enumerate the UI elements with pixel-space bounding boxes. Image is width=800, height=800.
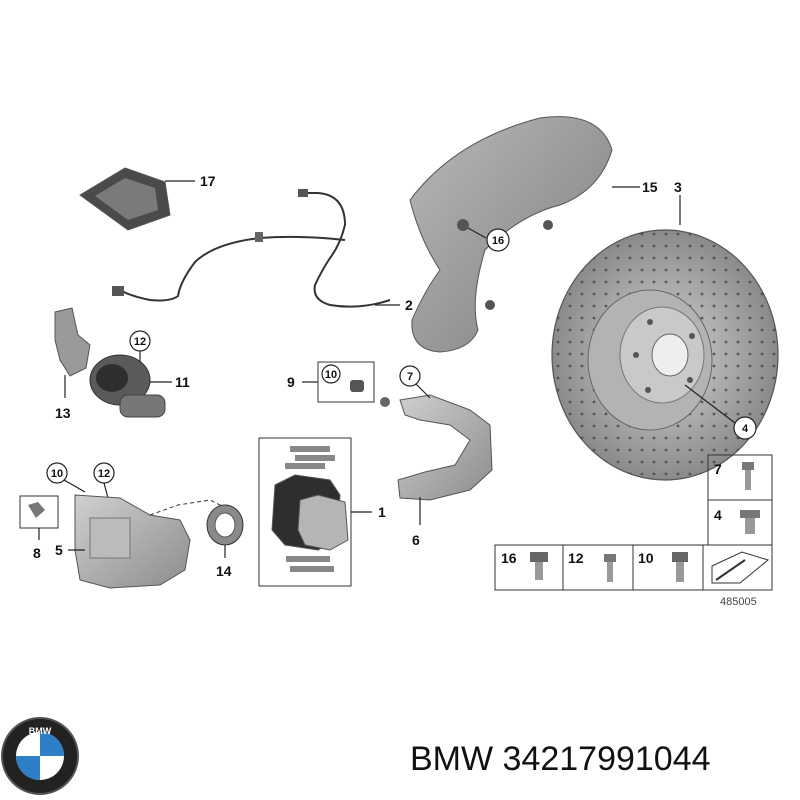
part-5-caliper-housing: 10 12 8 5: [19, 462, 231, 589]
part-1-brake-pad-set: 1: [258, 437, 386, 587]
legend-4-label: 4: [714, 507, 722, 523]
callout-4: 4: [742, 423, 749, 435]
part-15-dust-shield: 15 16: [409, 116, 658, 353]
part-17-damper-sheet: 17: [79, 167, 216, 231]
callout-13: 13: [55, 405, 71, 421]
callout-2: 2: [405, 297, 413, 313]
callout-6: 6: [412, 532, 420, 548]
callout-14: 14: [216, 563, 232, 579]
legend-7-label: 7: [714, 461, 722, 477]
callout-10-lower: 10: [51, 468, 63, 480]
part-6-caliper-carrier: 7 6: [380, 365, 493, 548]
pad-clips-top: [285, 446, 335, 469]
part-13-bracket: 13: [54, 307, 91, 421]
part-3-brake-disc: 3 4: [551, 179, 779, 481]
callout-17: 17: [200, 173, 216, 189]
callout-15: 15: [642, 179, 658, 195]
legend-10-label: 10: [638, 550, 654, 566]
fastener-legend: 7 4 16 12 10 485005: [494, 454, 773, 608]
callout-1: 1: [378, 504, 386, 520]
legend-16-label: 16: [501, 550, 517, 566]
brand-part-number: BMW 34217991044: [410, 740, 711, 778]
callout-10-box: 10: [325, 369, 337, 381]
pad-clips-bottom: [286, 556, 334, 572]
bmw-roundel-icon: BMW: [1, 717, 79, 795]
callout-9: 9: [287, 374, 295, 390]
callout-12-lower: 12: [98, 468, 110, 480]
callout-5: 5: [55, 542, 63, 558]
callout-11: 11: [175, 374, 190, 390]
callout-7: 7: [407, 371, 413, 383]
part-2-wear-sensor: 2: [112, 189, 413, 313]
callout-3: 3: [674, 179, 682, 195]
callout-12-top: 12: [134, 336, 146, 348]
legend-12-label: 12: [568, 550, 584, 566]
callout-8: 8: [33, 545, 41, 561]
part-9-bolt-kit: 9 10: [287, 361, 375, 403]
diagram-number: 485005: [720, 596, 757, 608]
svg-text:BMW: BMW: [29, 726, 52, 736]
part-11-actuator: 12 11: [89, 330, 190, 418]
callout-16: 16: [492, 235, 504, 247]
part-14-seal-ring: 14: [206, 504, 244, 579]
